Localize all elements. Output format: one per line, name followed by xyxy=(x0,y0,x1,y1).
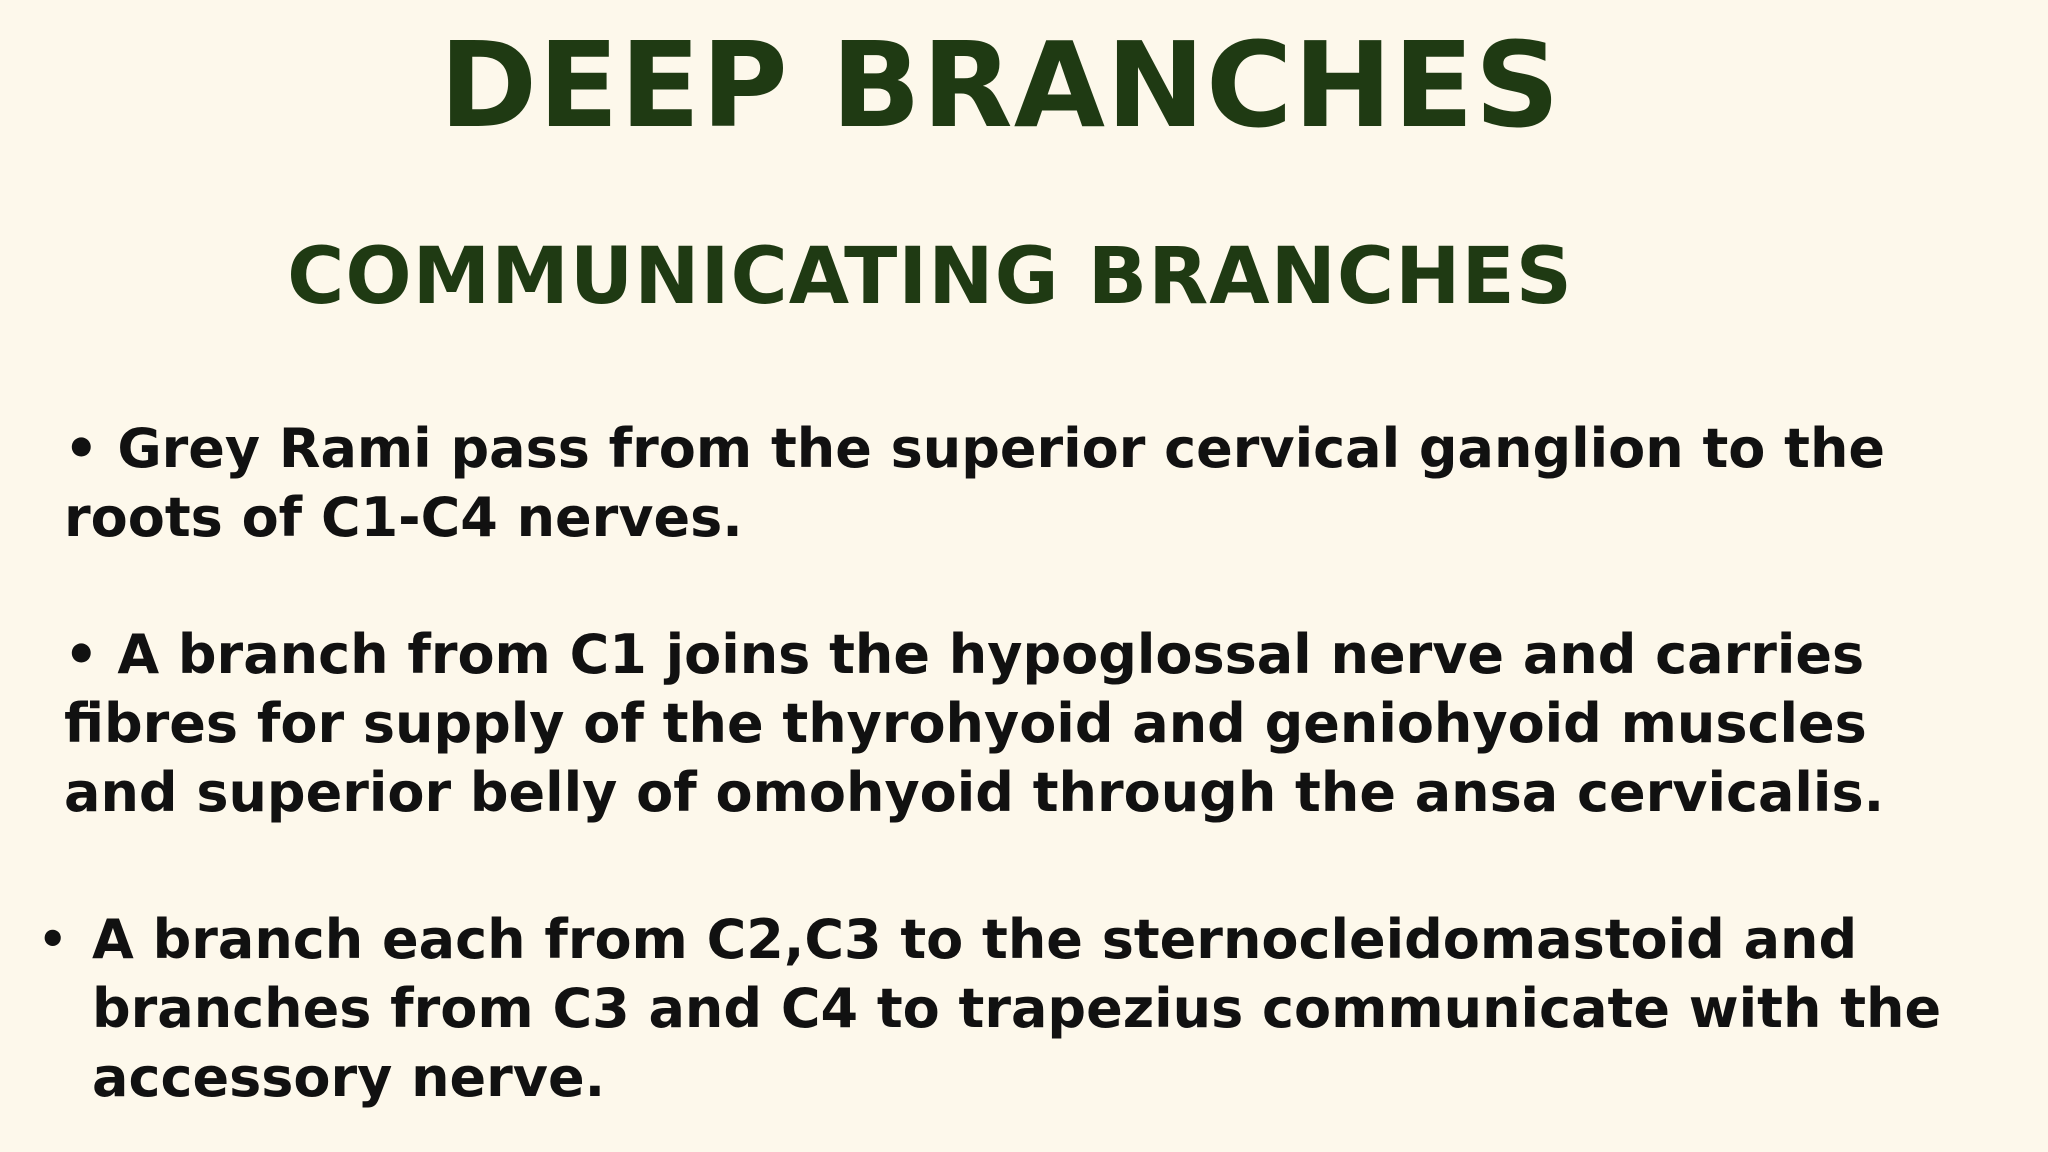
bullet-grey-rami: • Grey Rami pass from the superior cervi… xyxy=(64,417,1886,549)
bullet-marker: • xyxy=(38,912,68,966)
bullet-c2-c3-branch: A branch each from C2,C3 to the sternocl… xyxy=(92,908,1942,1109)
bullet-c1-branch: • A branch from C1 joins the hypoglossal… xyxy=(64,623,1885,824)
slide-title: DEEP BRANCHES xyxy=(439,16,1561,154)
slide-subtitle: COMMUNICATING BRANCHES xyxy=(287,232,1573,322)
